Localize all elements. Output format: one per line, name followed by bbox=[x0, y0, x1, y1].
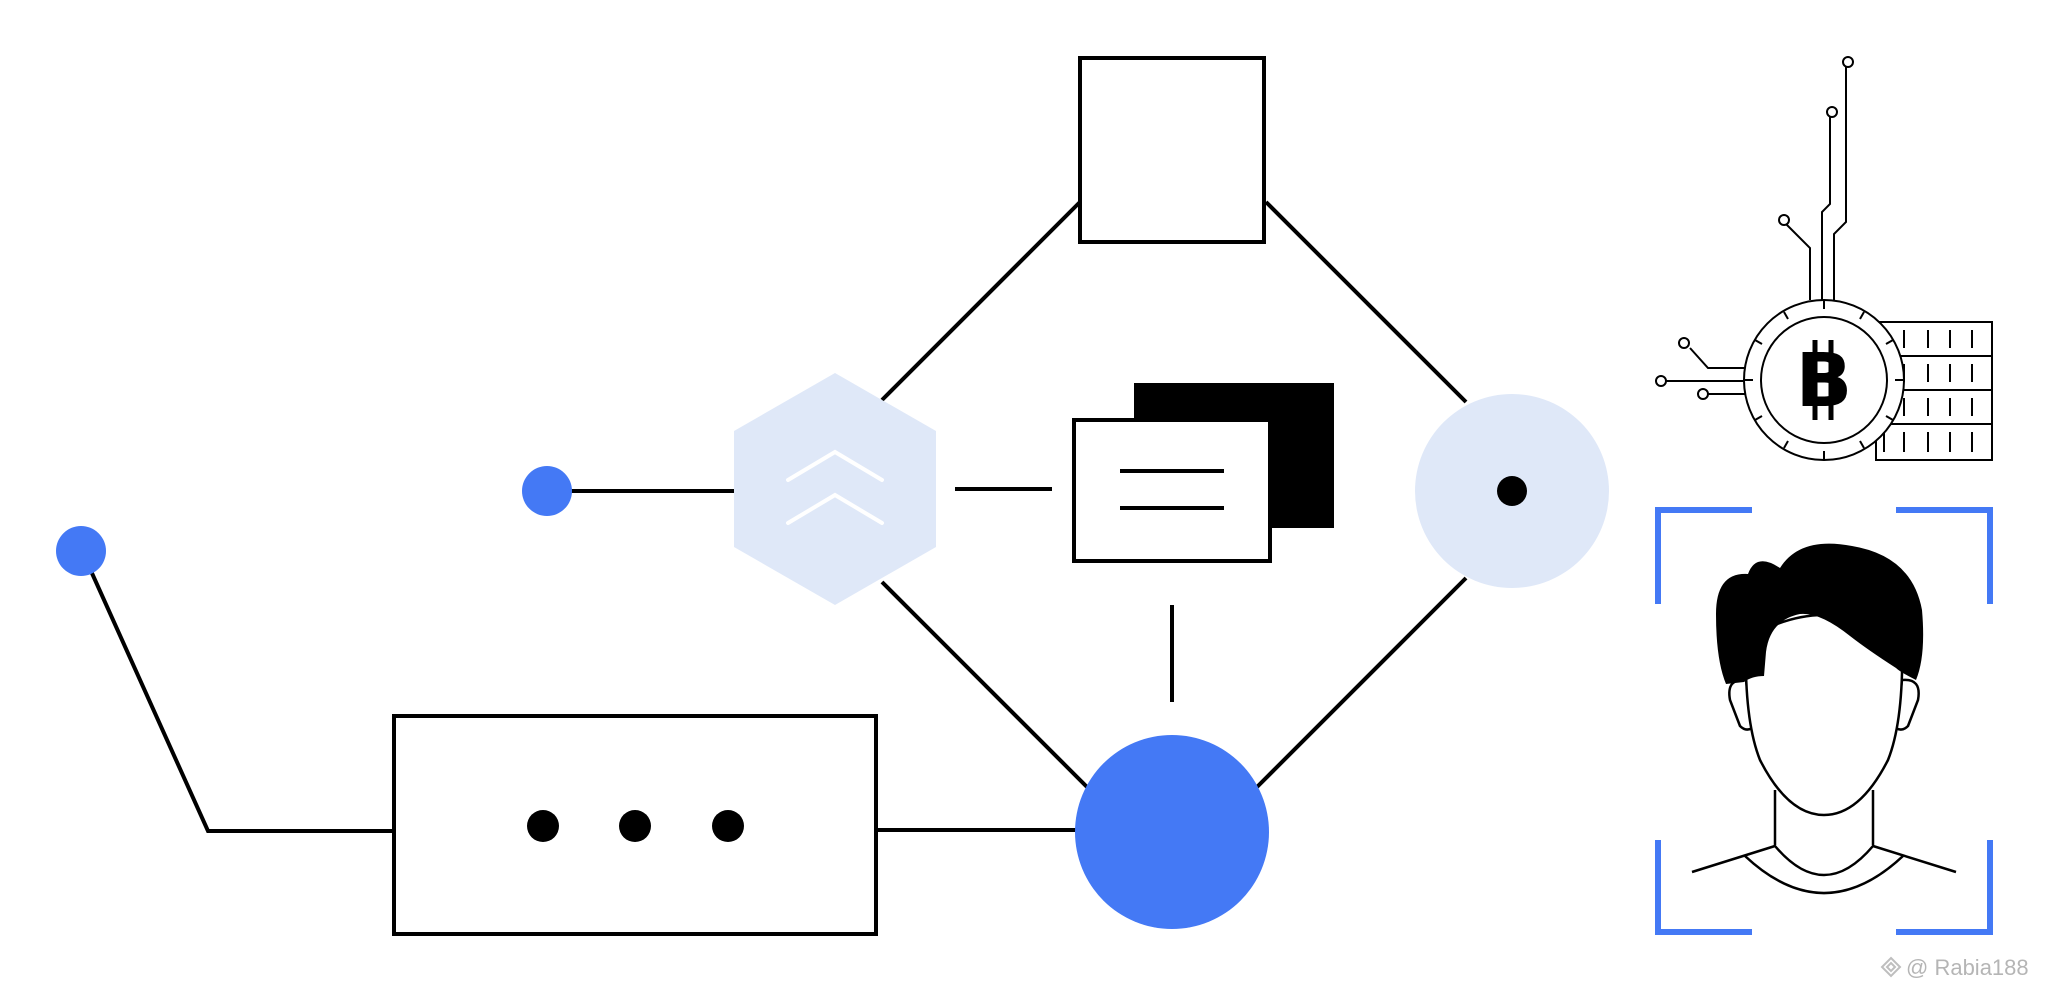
collar bbox=[1744, 855, 1904, 895]
document-front bbox=[1072, 418, 1272, 563]
hexagon-shape bbox=[734, 373, 936, 605]
blue-hub-circle bbox=[1075, 735, 1269, 929]
bitcoin-circuit-icon: B bbox=[1655, 56, 1993, 461]
stacked-documents-icon bbox=[1072, 383, 1334, 563]
scan-corner-top-right bbox=[1896, 507, 1993, 604]
line-hexagon-to-hub bbox=[880, 580, 1092, 792]
line-square-to-hexagon bbox=[880, 200, 1082, 402]
blue-dot-endpoint bbox=[56, 526, 106, 576]
double-chevron-up-icon bbox=[786, 449, 884, 525]
hexagon-node bbox=[734, 373, 936, 605]
target-node bbox=[1415, 394, 1609, 588]
watermark-text: @ Rabia188 bbox=[1906, 955, 2029, 980]
coin-inner bbox=[1760, 316, 1888, 444]
line-dot-to-box bbox=[80, 550, 394, 833]
line-target-to-hub bbox=[1252, 576, 1468, 792]
hair bbox=[1716, 543, 1924, 684]
line-square-to-target bbox=[1264, 200, 1468, 404]
scan-corner-bottom-right bbox=[1896, 840, 1993, 935]
scan-corner-bottom-left bbox=[1655, 840, 1752, 935]
ellipsis-dot-1 bbox=[527, 810, 559, 842]
scan-frame-corners bbox=[1655, 507, 1993, 935]
scan-corner-top-left bbox=[1655, 507, 1752, 604]
neck bbox=[1773, 790, 1875, 845]
watermark: @ Rabia188 bbox=[1880, 955, 2029, 980]
top-square bbox=[1078, 56, 1266, 244]
bitcoin-strokes bbox=[1812, 340, 1834, 420]
connector-lines bbox=[80, 200, 1468, 833]
shoulders bbox=[1691, 844, 1957, 877]
face-scan-icon bbox=[1655, 507, 1993, 935]
watermark-logo-icon bbox=[1880, 956, 1902, 978]
person-head bbox=[1691, 613, 1957, 895]
coin-ticks bbox=[1745, 301, 1903, 459]
blue-dot-node bbox=[522, 466, 572, 516]
bitcoin-symbol: B bbox=[1796, 338, 1852, 424]
ellipsis-box-icon bbox=[392, 714, 878, 936]
circuit-traces bbox=[1655, 56, 1854, 400]
target-center-dot bbox=[1497, 476, 1527, 506]
ellipsis-dot-3 bbox=[712, 810, 744, 842]
ellipsis-dot-2 bbox=[619, 810, 651, 842]
